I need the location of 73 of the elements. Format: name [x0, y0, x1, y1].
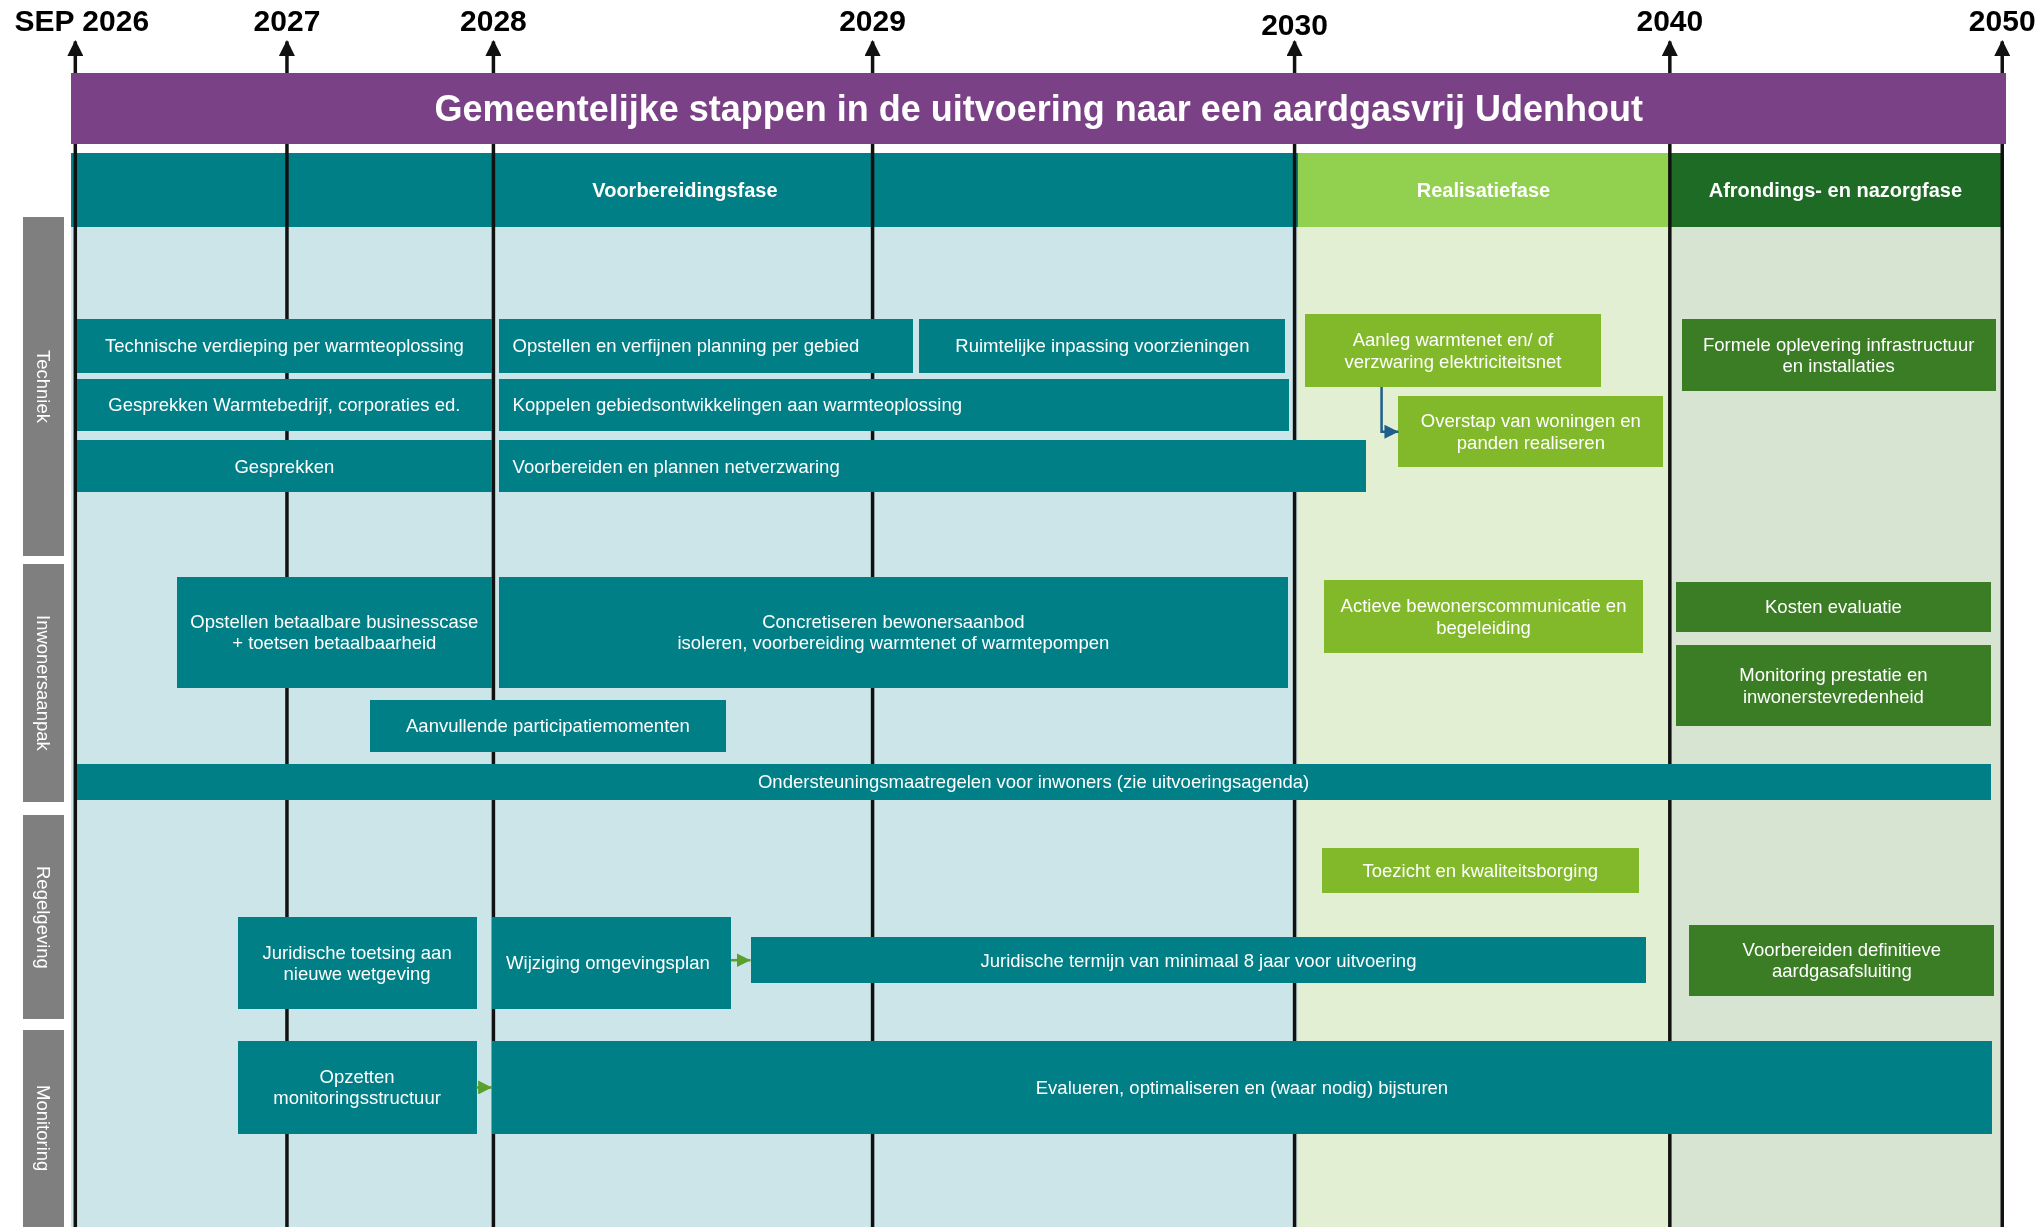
task-bar — [492, 1041, 1992, 1134]
task-bar — [1324, 580, 1643, 654]
row-label — [23, 563, 64, 803]
task-label: Overstap van woningen en panden realiseren — [1419, 410, 1642, 453]
year-label: 2027 — [253, 3, 321, 38]
task-label: Juridische toetsing aan nieuwe wetgeving — [261, 941, 453, 985]
task-label: Aanleg warmtenet en/ of verzwaring elektriciteitsnet — [1343, 329, 1563, 372]
task-label: Gesprekken Warmtebedrijf, corporaties ed. — [107, 394, 462, 416]
task-bar — [237, 1041, 477, 1134]
task-bar — [76, 763, 1991, 800]
row-title: Monitoring — [32, 1085, 55, 1172]
task-label: Aanvullende participatiemomenten — [405, 715, 691, 737]
arrow — [731, 953, 751, 968]
row-label — [23, 1029, 64, 1227]
task-label: Technische verdieping per warmteoplossing — [103, 335, 465, 357]
row-label — [23, 815, 64, 1020]
year-label: 2030 — [1261, 7, 1328, 42]
task-label: Opstellen betaalbare businesscase + toetsen betaalbaarheid — [189, 611, 480, 654]
year-label: SEP 2026 — [14, 3, 150, 38]
task-label: Opstellen en verfijnen planning per gebied — [512, 335, 861, 357]
row-title: Regelgeving — [32, 865, 55, 969]
task-label: Formele oplevering infrastructuur en installaties — [1701, 333, 1976, 377]
task-bar — [76, 379, 493, 432]
task-label: Gesprekken — [233, 455, 336, 477]
arrow — [476, 1080, 493, 1095]
task-label: Concretiseren bewonersaanbod — [761, 611, 1026, 633]
task-bar — [76, 319, 493, 373]
phase-title: Afrondings- en nazorgfase — [1707, 178, 1964, 202]
task-label: Voorbereiden definitieve aardgasafsluiting — [1741, 938, 1943, 982]
task-label: Ondersteuningsmaatregelen voor inwoners (zie uitvoeringsagenda) — [756, 771, 1311, 793]
task-bar — [1321, 847, 1639, 894]
task-bar — [1676, 581, 1991, 633]
task-bar — [176, 576, 493, 689]
task-label: Monitoring prestatie en inwonerstevredenheid — [1738, 664, 1929, 707]
task-label: Opzetten monitoringsstructuur — [272, 1066, 442, 1109]
task-bar — [1676, 645, 1991, 726]
task-bar — [1689, 924, 1995, 996]
task-label: Voorbereiden en plannen netverzwaring — [512, 455, 841, 477]
task-bar — [498, 379, 1290, 432]
task-label: Ruimtelijke inpassing voorzieningen — [954, 335, 1251, 357]
task-label: Kosten evaluatie — [1764, 596, 1903, 618]
year-label: 2029 — [839, 3, 906, 38]
year-label: 2040 — [1636, 3, 1704, 38]
row-title: Techniek — [32, 349, 55, 423]
year-label: 2050 — [1968, 3, 2036, 38]
task-bar — [750, 937, 1647, 983]
task-bar — [492, 916, 731, 1009]
task-bar — [1681, 319, 1996, 391]
task-bar — [498, 440, 1366, 493]
task-label: Koppelen gebiedsontwikkelingen aan warmteoplossing — [512, 394, 964, 416]
task-label: Juridische termijn van minimaal 8 jaar voor uitvoering — [979, 949, 1418, 971]
phase-band — [71, 153, 1299, 228]
arrow — [1380, 386, 1399, 439]
row-title: Inwonersaanpak — [32, 615, 55, 751]
row-label — [23, 216, 64, 556]
phase-title: Voorbereidingsfase — [591, 178, 779, 202]
task-label: Evalueren, optimaliseren en (waar nodig) bijsturen — [1034, 1076, 1450, 1099]
task-bar — [1398, 396, 1664, 468]
task-label: Toezicht en kwaliteitsborging — [1361, 859, 1599, 882]
task-label: Actieve bewonerscommunicatie en begeleiding — [1339, 595, 1628, 638]
task-bar — [498, 319, 913, 373]
phase-band — [1298, 153, 1669, 228]
task-bar — [1304, 314, 1601, 387]
task-bar — [919, 319, 1286, 373]
title-banner: Gemeentelijke stappen in de uitvoering naar een aardgasvrij Udenhout — [71, 72, 2007, 145]
year-label: 2028 — [460, 3, 527, 38]
task-description: isoleren, voorbereiding warmtenet of warmtepompen — [676, 632, 1111, 654]
task-bar — [370, 699, 726, 752]
task-bar — [76, 440, 493, 493]
task-bar — [237, 916, 477, 1009]
phase-title: Realisatiefase — [1415, 178, 1552, 202]
task-label: Wijziging omgevingsplan — [506, 952, 711, 974]
task-bar — [498, 576, 1289, 689]
